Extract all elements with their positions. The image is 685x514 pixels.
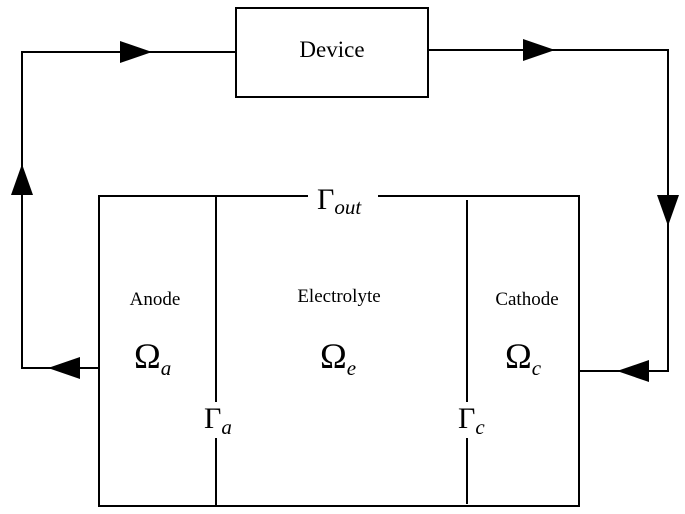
gamma-c-label: Γc xyxy=(458,402,485,439)
gamma-out-label: Γout xyxy=(317,183,362,219)
arrow-up-left xyxy=(11,164,33,195)
cathode-omega: Ωc xyxy=(505,336,542,380)
cell xyxy=(98,190,580,507)
arrow-left-bottom-right xyxy=(617,360,649,382)
arrow-right-top-right xyxy=(523,39,555,61)
arrow-left-bottom xyxy=(48,357,80,379)
wire-device-to-cathode xyxy=(428,49,669,372)
device-box: Device xyxy=(235,7,429,98)
gamma-c-gap xyxy=(455,402,481,438)
electrolyte-omega: Ωe xyxy=(320,336,356,380)
region-cathode: Cathode Ωc xyxy=(495,289,558,380)
electrolyte-name: Electrolyte xyxy=(297,286,380,307)
gamma-a-gap xyxy=(204,402,230,438)
cathode-name: Cathode xyxy=(495,289,558,310)
arrow-right-top-left xyxy=(120,41,152,63)
anode-omega: Ωa xyxy=(134,336,171,380)
region-anode: Anode Ωa xyxy=(130,289,181,380)
gamma-out-gap xyxy=(308,190,378,202)
region-electrolyte: Electrolyte Ωe xyxy=(297,286,380,380)
gamma-a-label: Γa xyxy=(204,402,232,439)
wire-anode-to-device xyxy=(21,51,236,369)
device-label: Device xyxy=(299,37,364,62)
current-flow-arrows xyxy=(11,39,679,382)
arrow-down-right xyxy=(657,195,679,226)
anode-name: Anode xyxy=(130,289,181,310)
